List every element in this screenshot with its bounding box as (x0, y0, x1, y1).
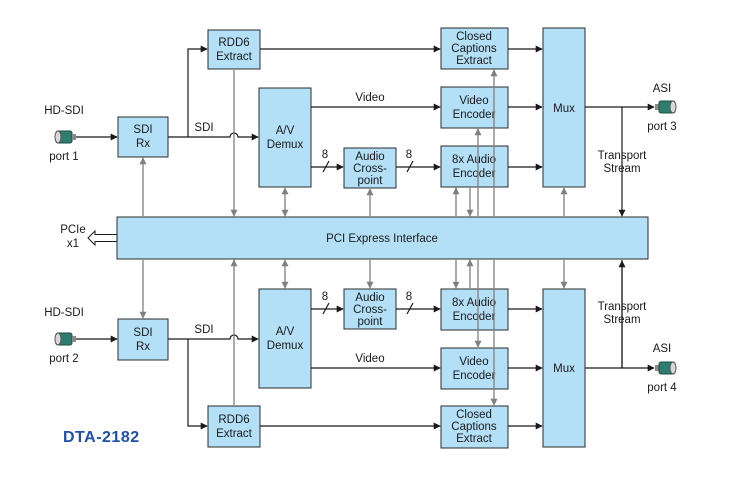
bottom-sdi-line-label: SDI (194, 324, 213, 336)
top-crosspoint-label-2: Cross- (353, 163, 387, 175)
top-video-line-label: Video (355, 92, 384, 104)
top-cc-label-2: Captions (451, 43, 497, 55)
bottom-audio-encoder-label-1: 8x Audio (452, 297, 496, 309)
bottom-audio-encoder-block (440, 288, 509, 331)
pcie-label-1: PCIe (60, 224, 86, 236)
bottom-cc-label-2: Captions (451, 421, 497, 433)
top-audio-encoder-block (440, 145, 509, 188)
bottom-video-encoder-label-2: Encoder (453, 370, 496, 382)
pci-express-interface-label: PCI Express Interface (326, 233, 438, 245)
bottom-asi-label: ASI (653, 343, 672, 355)
top-sdi-rx-label-1: SDI (133, 124, 152, 136)
top-asi-label: ASI (653, 83, 672, 95)
bottom-video-line-label: Video (355, 353, 384, 365)
bottom-closed-captions-block (440, 405, 509, 449)
bottom-transport-stream-label-1: Transport (598, 301, 648, 313)
port-4-label: port 4 (647, 382, 677, 394)
pci-express-interface-block (116, 216, 649, 260)
top-av-demux-block (258, 87, 312, 188)
port-1-label: port 1 (49, 151, 78, 163)
bottom-demux-label-2: Demux (267, 340, 304, 352)
top-rdd6-label-1: RDD6 (218, 37, 249, 49)
port-3-connector-icon (655, 100, 677, 114)
top-rdd6-label-2: Extract (216, 51, 253, 63)
top-video-encoder-label-1: Video (459, 95, 488, 107)
port-2-connector-icon (54, 332, 76, 346)
port-4-connector-icon (655, 361, 677, 375)
top-video-encoder-block (440, 86, 509, 129)
top-cc-label-3: Extract (456, 55, 493, 67)
bottom-rdd6-label-2: Extract (216, 428, 253, 440)
top-demux-label-1: A/V (276, 125, 295, 137)
top-mux-block (542, 27, 586, 188)
bottom-sdi-rx-label-2: Rx (136, 341, 150, 353)
port-1-connector-icon (54, 130, 76, 144)
bottom-mux-block (542, 288, 586, 448)
top-sdi-line-label: SDI (194, 122, 213, 134)
top-sdi-rx-block (117, 116, 169, 158)
top-video-encoder-label-2: Encoder (453, 109, 496, 121)
top-mux-label: Mux (553, 103, 575, 115)
top-crosspoint-label-3: point (358, 175, 384, 187)
pcie-label-2: x1 (67, 238, 79, 250)
pci-bus-lines (139, 69, 568, 406)
top-audio-encoder-label-1: 8x Audio (452, 154, 496, 166)
bottom-video-encoder-block (440, 347, 509, 390)
top-audio-crosspoint-block (343, 147, 397, 189)
bottom-rdd6-extract-block (207, 405, 261, 448)
top-hd-sdi-label: HD-SDI (44, 105, 84, 117)
bottom-sdi-rx-block (117, 318, 169, 361)
product-title: DTA-2182 (63, 429, 140, 446)
bottom-sdi-rx-label-1: SDI (133, 327, 152, 339)
bottom-crosspoint-label-3: point (358, 316, 384, 328)
port-2-label: port 2 (49, 353, 78, 365)
port-3-label: port 3 (647, 121, 676, 133)
bottom-demux-label-1: A/V (276, 326, 295, 338)
bottom-av-demux-block (258, 288, 312, 389)
top-rdd6-extract-block (207, 29, 261, 70)
bottom-bus-width-a: 8 (322, 291, 328, 303)
bottom-mux-label: Mux (553, 363, 575, 375)
bottom-audio-crosspoint-block (343, 288, 397, 330)
top-cc-label-1: Closed (456, 31, 492, 43)
top-signal-lines (76, 45, 655, 217)
bottom-rdd6-label-1: RDD6 (218, 414, 249, 426)
top-closed-captions-block (440, 27, 509, 70)
bottom-video-encoder-label-1: Video (459, 356, 488, 368)
top-audio-encoder-label-2: Encoder (453, 168, 496, 180)
bottom-crosspoint-label-1: Audio (355, 292, 384, 304)
bottom-transport-stream-label-2: Stream (603, 314, 640, 326)
top-sdi-rx-label-2: Rx (136, 138, 150, 150)
top-transport-stream-label-2: Stream (603, 163, 640, 175)
bottom-hd-sdi-label: HD-SDI (44, 307, 84, 319)
top-demux-label-2: Demux (267, 139, 304, 151)
top-bus-width-b: 8 (406, 149, 412, 161)
bottom-audio-encoder-label-2: Encoder (453, 311, 496, 323)
bottom-bus-width-b: 8 (406, 291, 412, 303)
top-transport-stream-label-1: Transport (598, 150, 648, 162)
top-bus-width-a: 8 (322, 149, 328, 161)
top-crosspoint-label-1: Audio (355, 151, 384, 163)
pcie-connector-arrow (87, 229, 118, 247)
bottom-crosspoint-label-2: Cross- (353, 304, 387, 316)
bottom-cc-label-1: Closed (456, 409, 492, 421)
bottom-cc-label-3: Extract (456, 433, 493, 445)
